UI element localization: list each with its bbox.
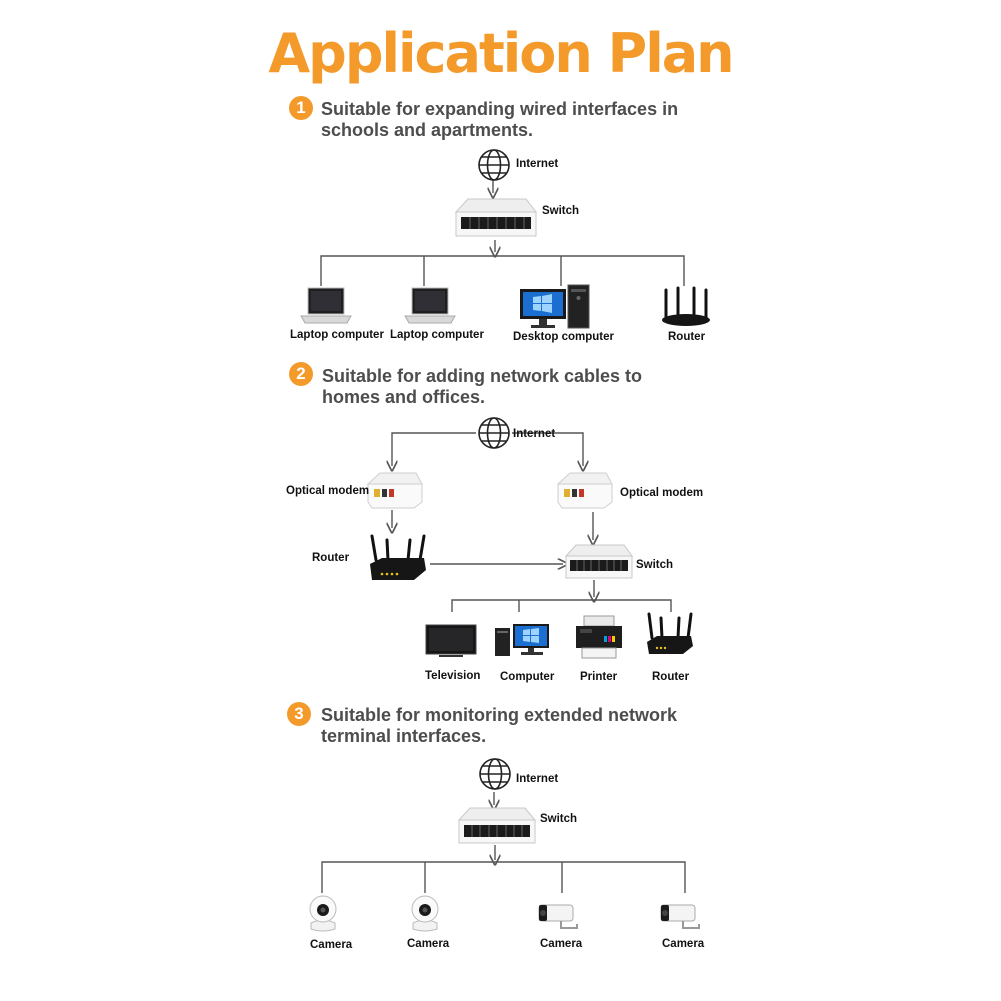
page-title: Application Plan xyxy=(268,22,734,85)
optical-modem-left-label: Optical modem xyxy=(286,485,370,497)
network-switch-icon xyxy=(454,198,538,237)
router-icon xyxy=(647,612,693,654)
section-3-heading: Suitable for monitoring extended network… xyxy=(321,705,677,747)
step-1-badge: 1 xyxy=(289,96,313,120)
internet-label: Internet xyxy=(516,773,559,785)
router-icon xyxy=(662,286,710,326)
device-label: Laptop computer xyxy=(290,329,384,341)
desktop-computer-icon xyxy=(520,284,590,329)
dome-camera-icon xyxy=(309,895,337,932)
optical-modem-right-label: Optical modem xyxy=(620,487,704,499)
switch-label: Switch xyxy=(540,813,578,825)
section-2-heading-line2: homes and offices. xyxy=(322,387,486,407)
device-label: Laptop computer xyxy=(390,329,484,341)
printer-icon xyxy=(576,615,622,659)
globe-icon xyxy=(478,149,510,181)
section-1-heading-line1: Suitable for expanding wired interfaces … xyxy=(321,99,679,119)
television-icon xyxy=(425,624,477,657)
device-label: Printer xyxy=(580,671,618,683)
bullet-camera-icon xyxy=(538,904,578,929)
router-label: Router xyxy=(312,552,350,564)
device-label: Television xyxy=(425,670,481,682)
network-switch-icon xyxy=(564,544,633,579)
device-label: Camera xyxy=(407,938,450,950)
device-label: Desktop computer xyxy=(513,331,614,343)
switch-label: Switch xyxy=(542,205,580,217)
device-label: Router xyxy=(652,671,690,683)
section-3-heading-line2: terminal interfaces. xyxy=(321,726,487,746)
device-label: Router xyxy=(668,331,706,343)
bullet-camera-icon xyxy=(660,904,700,929)
optical-modem-icon xyxy=(556,472,613,509)
device-label: Camera xyxy=(540,938,583,950)
internet-label: Internet xyxy=(513,428,556,440)
network-switch-icon xyxy=(457,807,537,844)
optical-modem-icon xyxy=(366,472,423,509)
section-1-heading: Suitable for expanding wired interfaces … xyxy=(321,99,678,141)
internet-label: Internet xyxy=(516,158,559,170)
laptop-icon xyxy=(300,287,352,324)
globe-icon xyxy=(479,758,511,790)
step-2-badge: 2 xyxy=(289,362,313,386)
section-2-heading-line1: Suitable for adding network cables to xyxy=(322,366,643,386)
router-icon xyxy=(370,534,426,580)
device-label: Camera xyxy=(310,939,353,951)
computer-icon xyxy=(495,624,549,656)
section-3-heading-line1: Suitable for monitoring extended network xyxy=(321,705,678,725)
laptop-icon xyxy=(404,287,456,324)
step-3-badge: 3 xyxy=(287,702,311,726)
dome-camera-icon xyxy=(411,895,439,932)
device-label: Computer xyxy=(500,671,555,683)
section-2-heading: Suitable for adding network cables to ho… xyxy=(322,366,642,408)
switch-label: Switch xyxy=(636,559,674,571)
section-1-heading-line2: schools and apartments. xyxy=(321,120,534,140)
device-label: Camera xyxy=(662,938,705,950)
globe-icon xyxy=(478,417,510,449)
